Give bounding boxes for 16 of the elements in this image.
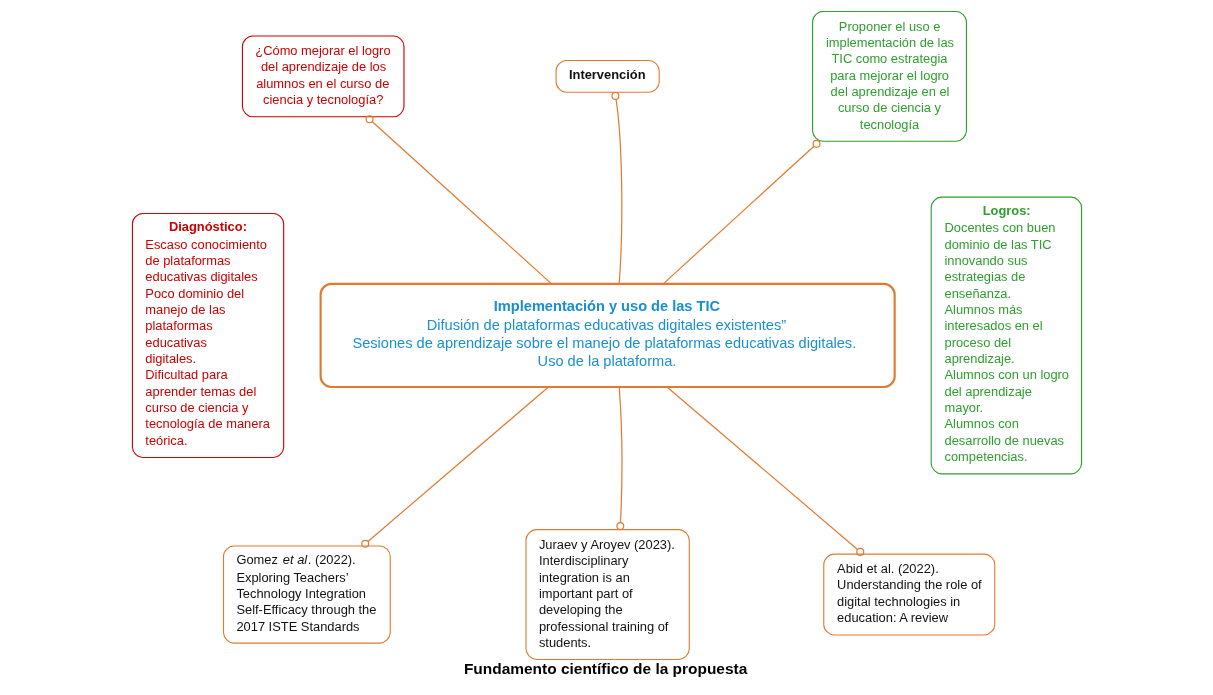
node-box: ¿Cómo mejorar el logro del aprendizaje de los alumnos en el curso de ciencia y tecnología?	[241, 35, 405, 118]
connector	[666, 386, 864, 556]
node-box: Proponer el uso e implementación de las TIC como estrategia para mejorar el logro del aprendizaje en el curso de ciencia y tecnología	[811, 10, 967, 142]
node-box: Juraev y Aroyev (2023). Interdisciplinary integration is an important part of developing the professional training of students.	[524, 529, 690, 660]
node-box: Implementación y uso de las TIC Difusión de plataformas educativas digitales existentes” Sesiones de aprendizaje sobre el manejo de plataformas educativas digitales. Uso de la plataforma.	[319, 282, 896, 389]
connector	[360, 386, 549, 548]
node-box: Gomez et al. (2022). Exploring Teachers’ Technology Integration Self-Efficacy through the 2017 ISTE Standards	[222, 545, 391, 644]
caption: Fundamento científico de la propuesta	[463, 660, 747, 678]
node-box: Abid et al. (2022). Understanding the role of digital technologies in education: A review	[822, 553, 995, 636]
node-box: Logros: Docentes con buen dominio de las TIC innovando sus estrategias de enseñanza. Alumnos más interesados en el proceso del aprendizaje. Alumnos con un logro del aprendizaje mayor. Alumnos con desarrollo de nuevas competencias.	[930, 196, 1082, 475]
node-box: Diagnóstico: Escaso conocimiento de plataformas educativas digitales Poco dominio del manejo de las plataformas educativas digitales. Dificultad para aprender temas del curso de ciencia y tecnología de manera teórica.	[131, 212, 284, 459]
connector	[365, 115, 552, 285]
connector	[610, 91, 622, 285]
connector	[615, 386, 624, 531]
connector	[662, 139, 821, 285]
node-box: Intervención	[555, 59, 660, 93]
